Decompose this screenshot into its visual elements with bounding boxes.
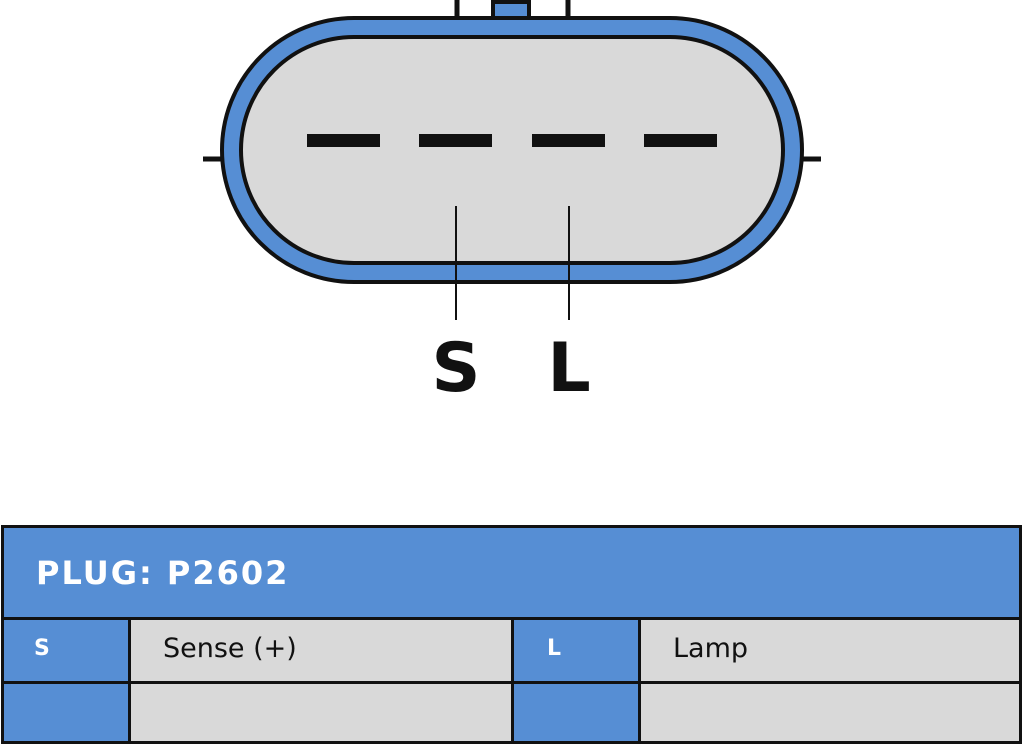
terminals — [307, 134, 717, 147]
terminal-4 — [644, 134, 717, 147]
table-header: PLUG: P2602 — [4, 528, 1019, 617]
table-cell-description — [641, 684, 1019, 741]
plug-title: PLUG: P2602 — [36, 554, 290, 592]
table-cell-description — [131, 684, 511, 741]
table-cell-code — [514, 684, 638, 741]
pin-label-s: S — [431, 329, 481, 408]
pin-label-l: L — [547, 329, 591, 408]
table-cell-description: Lamp — [641, 620, 1019, 681]
connector-body — [239, 35, 785, 265]
table-cell-code: L — [514, 620, 638, 681]
terminal-2 — [419, 134, 492, 147]
terminal-3 — [532, 134, 605, 147]
terminal-1 — [307, 134, 380, 147]
pinout-table: PLUG: P2602 S Sense (+) L Lamp — [1, 525, 1022, 744]
table-cell-code — [4, 684, 128, 741]
table-cell-description: Sense (+) — [131, 620, 511, 681]
connector-diagram — [203, 0, 821, 320]
table-cell-code: S — [4, 620, 128, 681]
